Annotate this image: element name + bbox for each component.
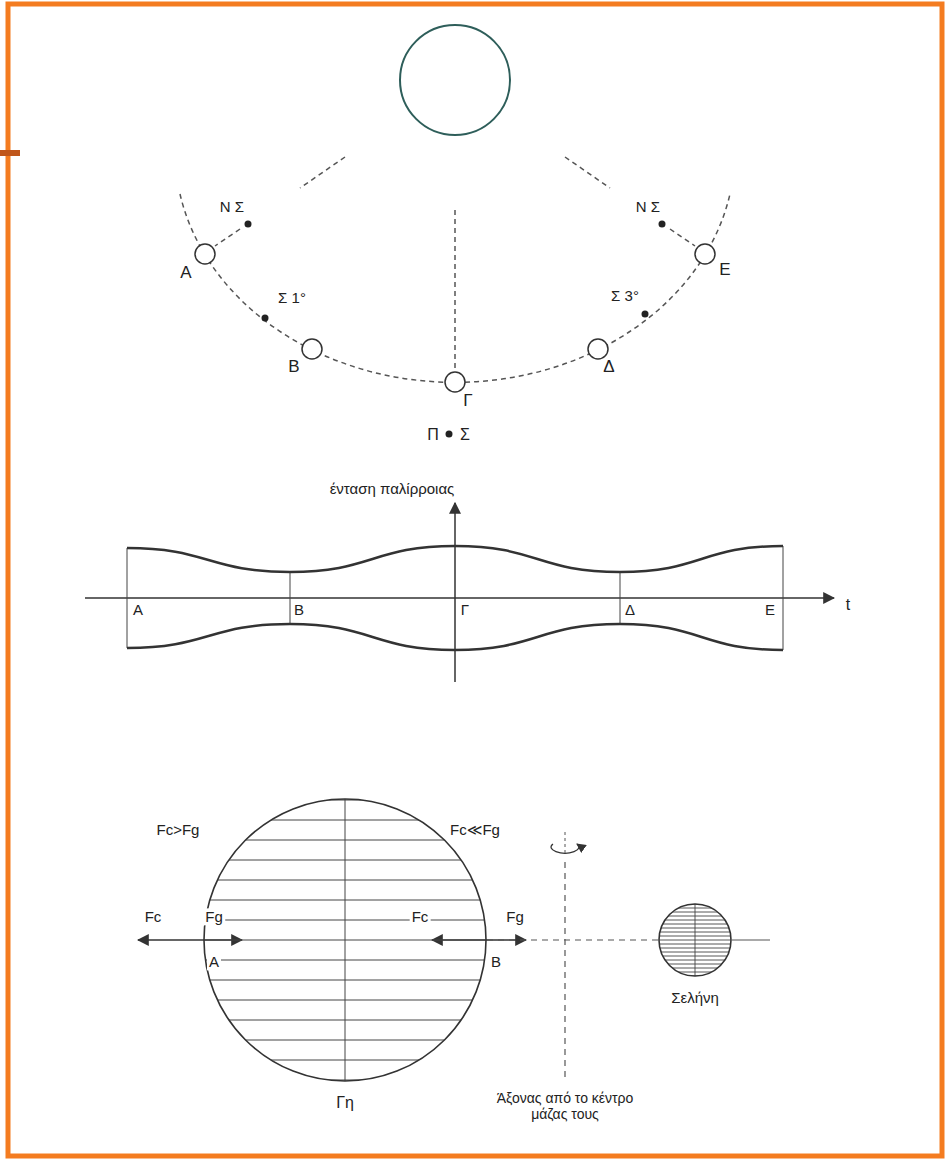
phase-label: Σ [460,426,470,444]
earth-circle-drawing [203,798,487,1082]
ray [454,210,456,368]
point-label: Β [489,953,503,970]
phase-dot [659,221,666,228]
grid-line [620,572,621,624]
time-axis [85,597,834,599]
outline [659,904,731,976]
force-relation: Fc>Fg [157,821,200,838]
orbit [180,194,730,382]
outline [204,799,486,1081]
moon-circle-drawing [658,903,732,977]
node-title: Σελήνη [669,989,721,1006]
frame-mark [0,150,20,156]
position-letter: Ε [719,260,730,280]
tick-label: Γ [461,601,469,618]
moon-position [445,372,465,392]
force-label: Fc [145,908,162,925]
point-label: Α [207,953,221,970]
tick-label: Ε [765,601,775,618]
grid-line [783,546,784,650]
center-line [732,940,770,941]
phase-dot [245,221,252,228]
phase-label: Π [427,426,439,444]
phase-dot [642,311,649,318]
phase-dot [446,431,453,438]
earth-circle [400,25,510,135]
moon-circle: Σελήνη [658,903,732,977]
position-letter: Α [180,263,191,283]
tick-label: Δ [625,601,635,618]
phase-label: Σ 3° [611,287,639,304]
force-label: Fc [410,908,431,925]
axis-caption: Άξονας από το κέντρο μάζας τους [490,1090,640,1122]
phase-label: Σ 1° [278,289,306,306]
moon-position [588,339,608,359]
tide-envelope [127,546,783,572]
tide-envelope [127,624,783,650]
ray [215,229,240,246]
position-letter: Β [288,357,299,377]
tick-label: Α [133,601,143,618]
earth-circle: Γη [203,798,487,1082]
meridian-line [695,903,696,977]
intensity-axis [454,503,456,682]
rotation-axis [564,862,565,1078]
moon-position [695,244,715,264]
meridian-line [345,798,346,1082]
moon-position [195,244,215,264]
frame [8,4,942,1156]
rotation-axis [565,832,566,856]
ray [670,229,695,246]
ray [300,157,345,188]
force-relation: Fc≪Fg [450,821,500,838]
moon-position [302,339,322,359]
hatching [203,798,487,1082]
phase-dot [262,315,269,322]
phase-label: Ν Σ [220,198,244,215]
ray [565,157,610,188]
node-title: Γη [334,1094,356,1112]
tick-label: Β [294,601,304,618]
force-label: Fg [203,908,225,925]
position-letter: Γ [463,391,472,411]
position-letter: Δ [603,357,614,377]
hatching [658,903,732,977]
grid-line [127,548,128,648]
center-line [487,939,658,940]
force-arrow [138,939,203,941]
grid-line [290,572,291,624]
axis-title: t [846,596,850,614]
phase-label: Ν Σ [636,198,660,215]
force-label: Fg [504,908,526,925]
axis-title: ένταση παλίρροιας [330,480,455,497]
